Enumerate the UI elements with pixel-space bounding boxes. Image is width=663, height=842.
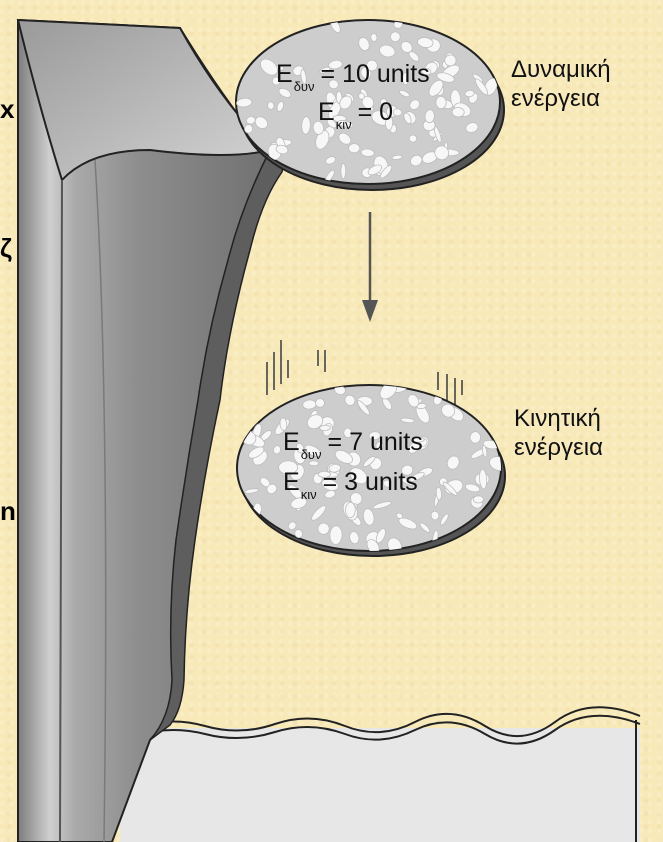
pebble bbox=[473, 496, 484, 503]
kinetic-energy-label: Κινητική ενέργεια bbox=[514, 404, 603, 463]
fall-arrow bbox=[362, 212, 378, 322]
bottom-rock-kinetic-energy: Eκιν= 3 units bbox=[283, 470, 418, 495]
pebble bbox=[345, 502, 355, 518]
pebble bbox=[330, 525, 343, 544]
potential-energy-label: Δυναμική ενέργεια bbox=[511, 55, 611, 114]
pebble bbox=[435, 96, 446, 109]
top-rock-potential-energy: Eδυν= 10 units bbox=[276, 62, 430, 87]
edge-text-fragment: x bbox=[0, 96, 14, 122]
label-line: ενέργεια bbox=[511, 84, 611, 113]
water bbox=[120, 707, 640, 842]
pebble bbox=[393, 109, 402, 117]
label-line: ενέργεια bbox=[514, 433, 603, 462]
label-line: Δυναμική bbox=[511, 55, 611, 84]
pebble bbox=[470, 431, 481, 443]
pebble bbox=[348, 144, 360, 153]
top-rock-kinetic-energy: Eκιν= 0 bbox=[318, 100, 393, 125]
pebble bbox=[341, 164, 346, 179]
cliff bbox=[18, 20, 283, 842]
bottom-rock-potential-energy: Eδυν= 7 units bbox=[283, 430, 423, 455]
pebble bbox=[452, 107, 465, 117]
edge-text-fragment: n bbox=[0, 498, 16, 524]
label-line: Κινητική bbox=[514, 404, 603, 433]
edge-text-fragment: ζ bbox=[0, 235, 12, 261]
